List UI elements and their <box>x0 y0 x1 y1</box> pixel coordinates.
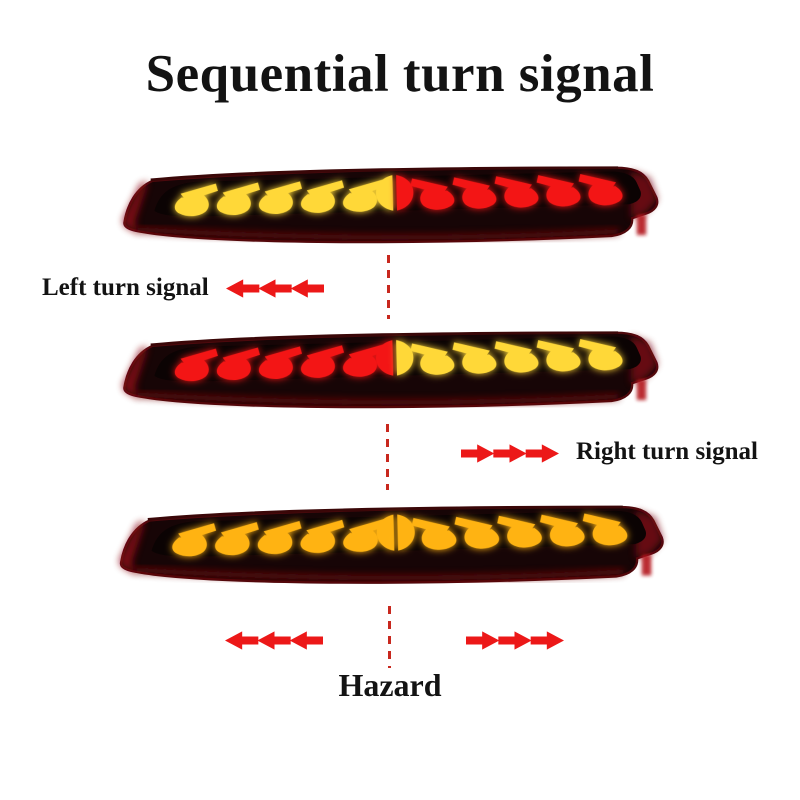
hazard-label: Hazard <box>338 667 442 703</box>
center-dashed-line <box>386 424 389 490</box>
hazard-left-arrows-icon <box>225 629 323 652</box>
center-dashed-line <box>387 255 390 319</box>
left-turn-label: Left turn signal <box>42 274 209 301</box>
center-dashed-line <box>388 606 391 668</box>
right-arrows-icon <box>461 442 559 465</box>
right-turn-label: Right turn signal <box>576 438 758 465</box>
hazard-right-arrows-icon <box>466 629 564 652</box>
lightbar-left-turn <box>108 164 672 250</box>
left-arrows-icon <box>226 277 324 300</box>
lightbar-hazard <box>106 502 676 592</box>
lightbar-right-turn <box>108 329 672 415</box>
page-title: Sequential turn signal <box>145 45 655 103</box>
